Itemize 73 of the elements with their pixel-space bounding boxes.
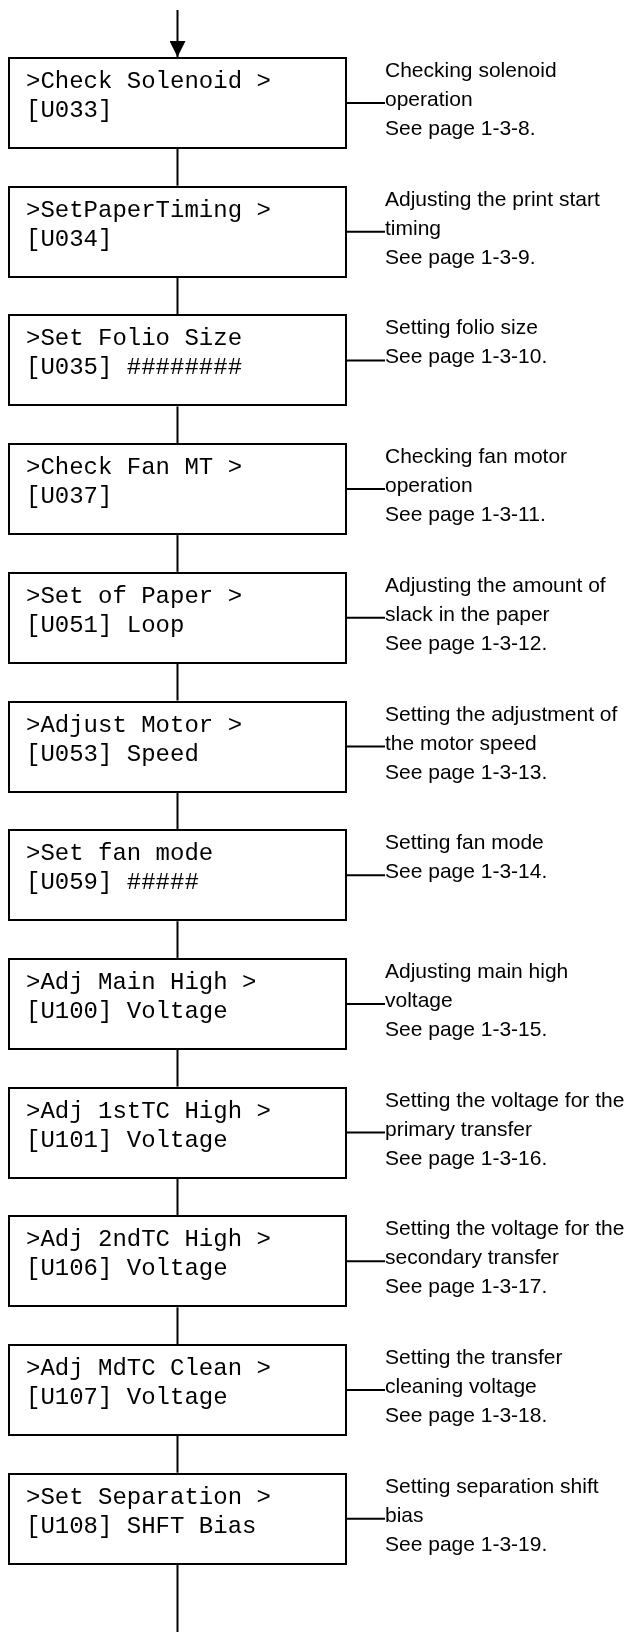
screen-text: >Check Fan MT > [U037] <box>26 453 244 512</box>
page-reference: See page 1-3-15. <box>385 1015 549 1042</box>
display-screen-box <box>8 700 347 793</box>
connector-line <box>176 1048 179 1088</box>
page-reference: See page 1-3-12. <box>385 629 549 656</box>
screen-text: >Adj 2ndTC High > [U106] Voltage <box>26 1225 271 1284</box>
leader-line <box>346 488 386 491</box>
screen-text: >Adjust Motor > [U053] Speed <box>26 710 244 769</box>
display-screen-box <box>8 571 347 664</box>
page-reference: See page 1-3-11. <box>385 501 547 528</box>
description-text: Checking solenoid operation <box>385 57 558 112</box>
connector-line <box>176 1306 179 1345</box>
display-screen-box <box>8 314 347 407</box>
connector-line <box>176 662 179 702</box>
page-reference: See page 1-3-8. <box>385 115 537 141</box>
screen-text: >Set Folio Size [U035] ######## <box>26 324 244 383</box>
page-reference: See page 1-3-16. <box>385 1144 549 1171</box>
connector-line <box>176 1435 179 1474</box>
display-screen-box <box>8 443 347 536</box>
leader-line <box>346 1389 386 1391</box>
leader-line <box>346 359 386 362</box>
display-screen-box <box>8 1215 347 1308</box>
description-text: Setting folio size <box>385 314 539 341</box>
connector-line <box>176 148 179 187</box>
connector-line <box>176 276 179 316</box>
screen-text: >Set fan mode [U059] ##### <box>26 839 215 898</box>
screen-text: >Check Solenoid > [U033] <box>26 67 271 125</box>
connector-line <box>176 920 179 959</box>
display-screen-box <box>8 1086 347 1179</box>
screen-text: >Adj MdTC Clean > [U107] Voltage <box>26 1354 271 1412</box>
description-text: Adjusting the amount of slack in the paper <box>385 571 607 627</box>
page-reference: See page 1-3-10. <box>385 343 549 370</box>
description-text: Setting the voltage for the primary transfer <box>385 1086 626 1142</box>
description-text: Setting the voltage for the secondary transfer <box>385 1215 626 1271</box>
leader-line <box>346 230 386 233</box>
connector-line <box>176 405 179 445</box>
display-screen-box <box>8 1472 347 1565</box>
page-reference: See page 1-3-19. <box>385 1530 549 1557</box>
page-reference: See page 1-3-13. <box>385 758 549 785</box>
screen-text: >SetPaperTiming > [U034] <box>26 195 271 254</box>
connector-line <box>176 534 179 573</box>
leader-line <box>346 102 386 104</box>
description-text: Adjusting main high voltage <box>385 957 570 1013</box>
page-reference: See page 1-3-14. <box>385 858 549 885</box>
connector-line <box>176 1177 179 1217</box>
description-text: Checking fan motor operation <box>385 443 569 499</box>
page-reference: See page 1-3-9. <box>385 243 537 270</box>
page-reference: See page 1-3-17. <box>385 1273 549 1300</box>
connector-line <box>176 1563 179 1632</box>
screen-text: >Adj Main High > [U100] Voltage <box>26 967 258 1026</box>
display-screen-box <box>8 57 347 149</box>
description-text: Setting the transfer cleaning voltage <box>385 1344 564 1399</box>
leader-line <box>346 1260 386 1263</box>
description-text: Setting fan mode <box>385 829 545 856</box>
display-screen-box <box>8 829 347 922</box>
leader-line <box>346 874 386 877</box>
screen-text: >Set Separation > [U108] SHFT Bias <box>26 1482 271 1541</box>
leader-line <box>346 745 386 748</box>
description-text: Setting separation shift bias <box>385 1472 600 1528</box>
description-text: Setting the adjustment of the motor speed <box>385 700 619 756</box>
description-text: Adjusting the print start timing <box>385 185 601 241</box>
page-reference: See page 1-3-18. <box>385 1402 549 1428</box>
leader-line <box>346 1131 386 1134</box>
display-screen-box <box>8 1344 347 1436</box>
leader-line <box>346 616 386 619</box>
display-screen-box <box>8 185 347 278</box>
arrow <box>169 9 186 58</box>
screen-text: >Adj 1stTC High > [U101] Voltage <box>26 1096 271 1155</box>
leader-line <box>346 1517 386 1520</box>
connector-line <box>176 791 179 831</box>
display-screen-box <box>8 957 347 1050</box>
screen-text: >Set of Paper > [U051] Loop <box>26 581 244 640</box>
leader-line <box>346 1002 386 1005</box>
